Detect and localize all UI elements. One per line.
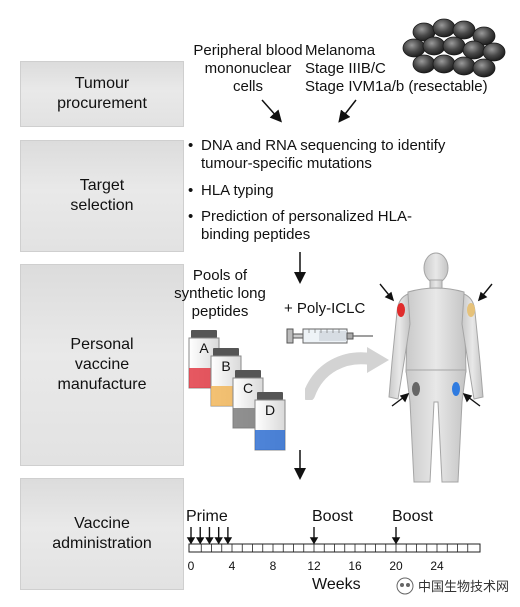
dose-arrowhead (214, 537, 223, 545)
bullet-dot: • (188, 208, 194, 225)
adjuvant-text: + Poly-ICLC (284, 300, 366, 317)
tick-label-24: 24 (430, 559, 444, 573)
tick-label-0: 0 (187, 559, 195, 573)
bullet-dot: • (188, 182, 194, 199)
injection-site-right-arm (467, 303, 475, 317)
injection-site-left-arm (397, 303, 405, 317)
dose-arrowhead (205, 537, 214, 545)
syringe-icon (286, 328, 373, 344)
pbmc-text: Peripheral blood mononuclear cells (193, 42, 303, 95)
stage-box-vaccine-administration: Vaccine administration (20, 478, 184, 590)
tick-label-12: 12 (307, 559, 321, 573)
tick-label-4: 4 (228, 559, 236, 573)
dose-arrowhead (309, 537, 319, 545)
tick-label-16: 16 (348, 559, 362, 573)
vial-d-label: D (264, 402, 276, 418)
weeks-axis-label: Weeks (312, 576, 361, 593)
tick-label-20: 20 (389, 559, 403, 573)
arrow-pbmc-down (261, 99, 282, 123)
human-figure-icon (379, 252, 493, 483)
watermark-text: 中国生物技术网 (418, 579, 510, 594)
bullet-dot: • (188, 137, 194, 154)
watermark-logo-icon (396, 577, 414, 594)
stage-box-target-selection: Target selection (20, 140, 184, 252)
vial-d-icon (254, 392, 286, 451)
dose-arrowhead (391, 537, 401, 545)
boost-label-1: Boost (312, 508, 353, 525)
dose-arrowhead (186, 537, 196, 545)
vial-b-label: B (221, 358, 231, 374)
injection-site-left-thigh (412, 382, 420, 396)
watermark: 中国生物技术网 (396, 576, 509, 595)
prime-label: Prime (186, 508, 228, 525)
stage-box-personal-vaccine-manufacture: Personal vaccine manufacture (20, 264, 184, 466)
bullet-text: HLA typing (201, 182, 274, 199)
bullet-text: DNA and RNA sequencing to identify tumou… (201, 137, 446, 172)
vial-c-label: C (242, 380, 254, 396)
vial-d: D (254, 392, 286, 454)
dose-arrowhead (223, 537, 233, 545)
dose-arrowhead (195, 537, 205, 545)
arrow-melanoma-down (338, 99, 357, 123)
tick-label-8: 8 (269, 559, 277, 573)
bullet-text: Prediction of personalized HLA- binding … (201, 208, 412, 243)
tumour-cells-icon (402, 18, 506, 78)
melanoma-text: Melanoma Stage IIIB/C Stage IVM1a/b (res… (305, 42, 488, 95)
boost-label-2: Boost (392, 508, 433, 525)
stage-box-tumour-procurement: Tumour procurement (20, 61, 184, 127)
pools-text: Pools of synthetic long peptides (174, 267, 266, 320)
injection-site-right-thigh (452, 382, 460, 396)
vial-a-label: A (199, 340, 209, 356)
curved-arrow-icon (305, 347, 389, 400)
